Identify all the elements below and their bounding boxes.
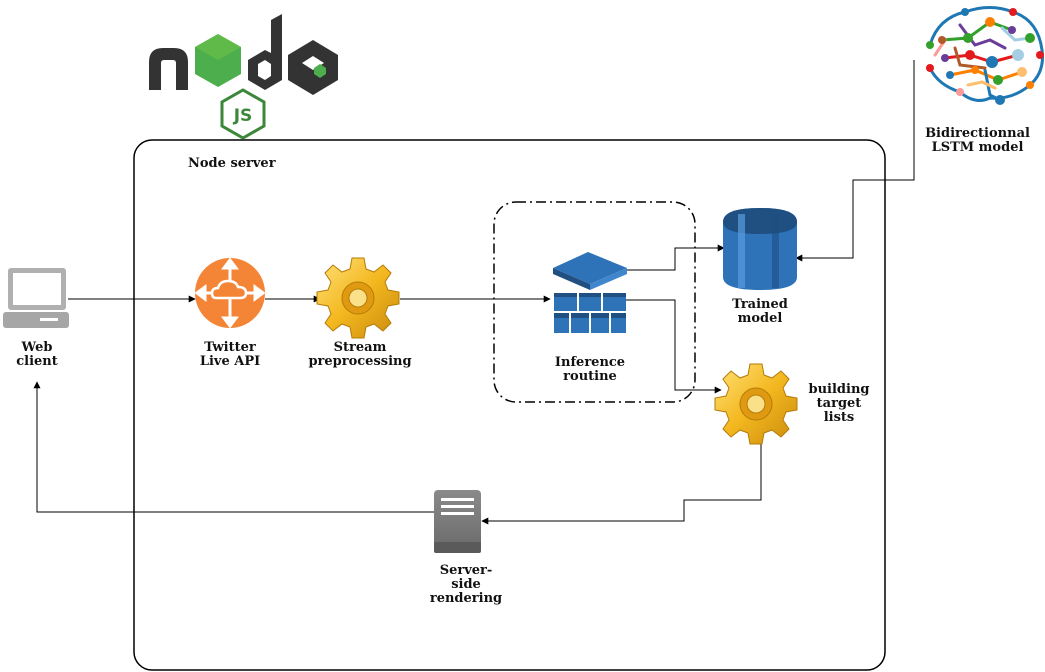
connectors (33, 60, 915, 525)
lstm-model-label: Bidirectionnal LSTM model (925, 126, 1030, 155)
neural-brain-icon (926, 6, 1044, 105)
target-lists-label: building target lists (808, 382, 870, 425)
stream-preprocessing-label: Stream preprocessing (308, 340, 412, 369)
gear-icon-target-lists (714, 363, 798, 445)
nodejs-logo: JS (149, 14, 338, 140)
trained-model-label: Trained model (732, 297, 788, 326)
stacked-layers-icon (553, 252, 627, 333)
laptop-icon (3, 268, 69, 328)
edge-lists-to-rendering (481, 443, 762, 525)
server-icon (434, 490, 481, 553)
server-side-rendering-label: Server- side rendering (429, 563, 503, 606)
edge-lstm-to-model (795, 60, 915, 262)
twitter-api-label: Twitter Live API (199, 340, 261, 369)
api-gateway-icon (194, 257, 266, 329)
web-client-label: Web client (16, 340, 58, 369)
node-server-label: Node server (188, 156, 276, 171)
inference-group (493, 201, 696, 403)
edge-inference-to-lists (625, 299, 722, 394)
js-badge-text: JS (233, 106, 253, 126)
inference-routine-label: Inference routine (554, 355, 626, 384)
gear-icon-preprocessing (316, 257, 400, 339)
edge-rendering-to-client (33, 381, 434, 513)
node-server-container (133, 139, 886, 671)
database-icon (723, 208, 797, 290)
edge-inference-to-model (625, 244, 725, 271)
